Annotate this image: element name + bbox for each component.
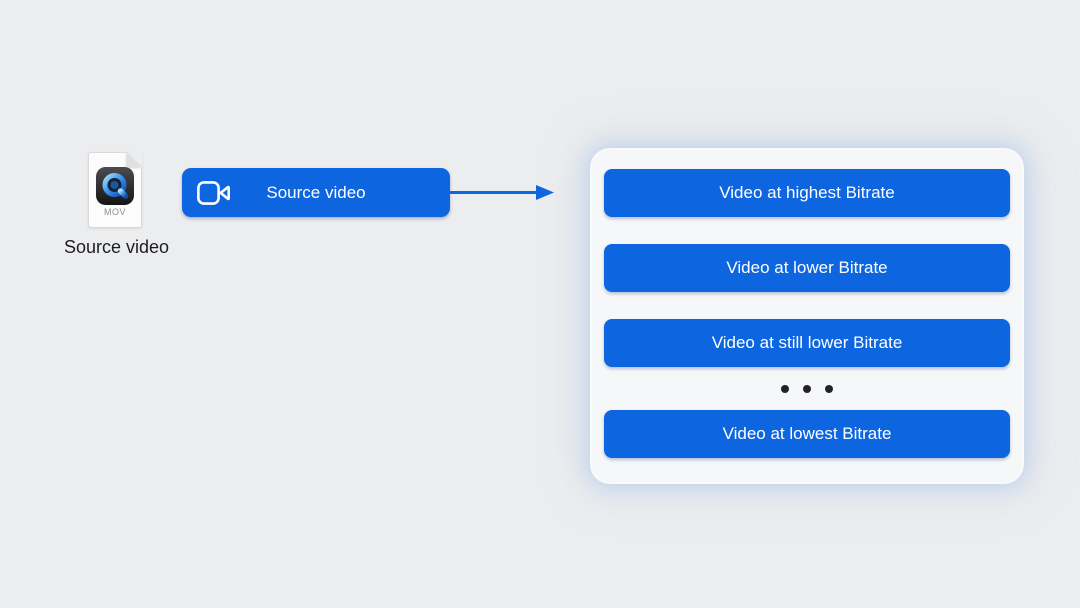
video-camera-icon [197, 181, 230, 210]
source-file-label: Source video [64, 237, 170, 257]
quicktime-icon [95, 166, 135, 211]
rendition-still-lower-bitrate: Video at still lower Bitrate [604, 319, 1010, 367]
source-file: MOV Source video [64, 152, 170, 258]
rendition-lower-bitrate: Video at lower Bitrate [604, 244, 1010, 292]
document-icon: MOV [88, 152, 142, 228]
rendition-highest-bitrate: Video at highest Bitrate [604, 169, 1010, 217]
page-fold-icon [127, 152, 142, 167]
source-node-label: Source video [266, 182, 366, 202]
bitrate-renditions-panel: Video at highest Bitrate Video at lower … [592, 150, 1022, 482]
ellipsis-dots-icon [781, 385, 833, 393]
source-video-node: Source video [182, 168, 450, 217]
arrow-right-icon [450, 182, 556, 208]
file-extension-badge: MOV [103, 207, 126, 217]
rendition-lowest-bitrate: Video at lowest Bitrate [604, 410, 1010, 458]
